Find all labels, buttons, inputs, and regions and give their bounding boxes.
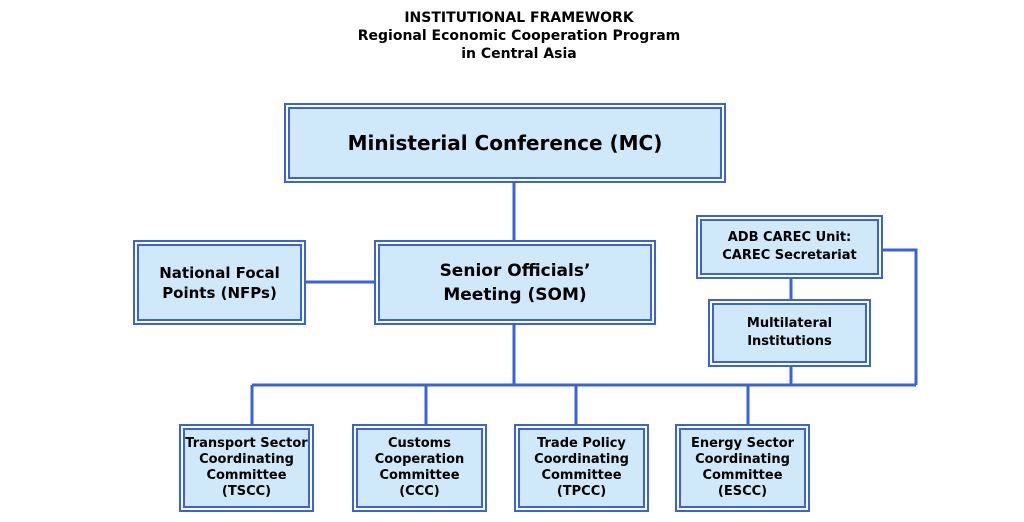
tscc-label-line-1: Transport Sector — [185, 436, 308, 451]
nfp-label-line-1: National Focal — [159, 263, 280, 282]
ccc-label-line-1: Customs — [388, 436, 451, 451]
ccc-label-line-2: Cooperation — [374, 452, 465, 467]
energy-sector-committee-box: Energy Sector Coordinating Committee (ES… — [679, 428, 806, 508]
ccc-label-line-3: Committee — [379, 468, 460, 483]
title-line-3: in Central Asia — [461, 46, 577, 62]
tpcc-label-line-2: Coordinating — [534, 452, 629, 467]
tscc-label-line-4: (TSCC) — [221, 484, 272, 499]
adb-carec-unit-box: ADB CAREC Unit: CAREC Secretariat — [700, 219, 879, 275]
ccc-label-line-4: (CCC) — [399, 484, 440, 499]
adb-label-line-2: CAREC Secretariat — [722, 248, 857, 263]
nfp-label-line-2: Points (NFPs) — [162, 283, 277, 302]
title-line-1: INSTITUTIONAL FRAMEWORK — [404, 10, 634, 26]
mli-label-line-2: Institutions — [747, 334, 832, 349]
escc-label-line-3: Committee — [702, 468, 783, 483]
tpcc-label-line-1: Trade Policy — [537, 436, 626, 451]
escc-label-line-2: Coordinating — [695, 452, 790, 467]
diagram-title: INSTITUTIONAL FRAMEWORK Regional Economi… — [0, 9, 1024, 63]
mc-label: Ministerial Conference (MC) — [347, 131, 663, 155]
tpcc-label-line-4: (TPCC) — [556, 484, 607, 499]
adb-label-line-1: ADB CAREC Unit: — [727, 230, 852, 245]
escc-label-line-4: (ESCC) — [717, 484, 768, 499]
som-label-line-1: Senior Officials’ — [439, 260, 591, 281]
tscc-label-line-3: Committee — [206, 468, 287, 483]
connector-adb-bus — [879, 248, 918, 385]
ministerial-conference-box: Ministerial Conference (MC) — [288, 107, 722, 179]
national-focal-points-box: National Focal Points (NFPs) — [137, 244, 302, 321]
trade-policy-committee-box: Trade Policy Coordinating Committee (TPC… — [518, 428, 645, 508]
senior-officials-meeting-box: Senior Officials’ Meeting (SOM) — [378, 244, 652, 321]
escc-label-line-1: Energy Sector — [690, 436, 795, 451]
mli-label-line-1: Multilateral — [746, 316, 833, 331]
tpcc-label-line-3: Committee — [541, 468, 622, 483]
multilateral-institutions-box: Multilateral Institutions — [712, 303, 867, 363]
tscc-label-line-2: Coordinating — [199, 452, 294, 467]
transport-sector-committee-box: Transport Sector Coordinating Committee … — [183, 428, 310, 508]
customs-cooperation-committee-box: Customs Cooperation Committee (CCC) — [356, 428, 483, 508]
som-label-line-2: Meeting (SOM) — [443, 284, 587, 305]
title-line-2: Regional Economic Cooperation Program — [357, 28, 681, 44]
